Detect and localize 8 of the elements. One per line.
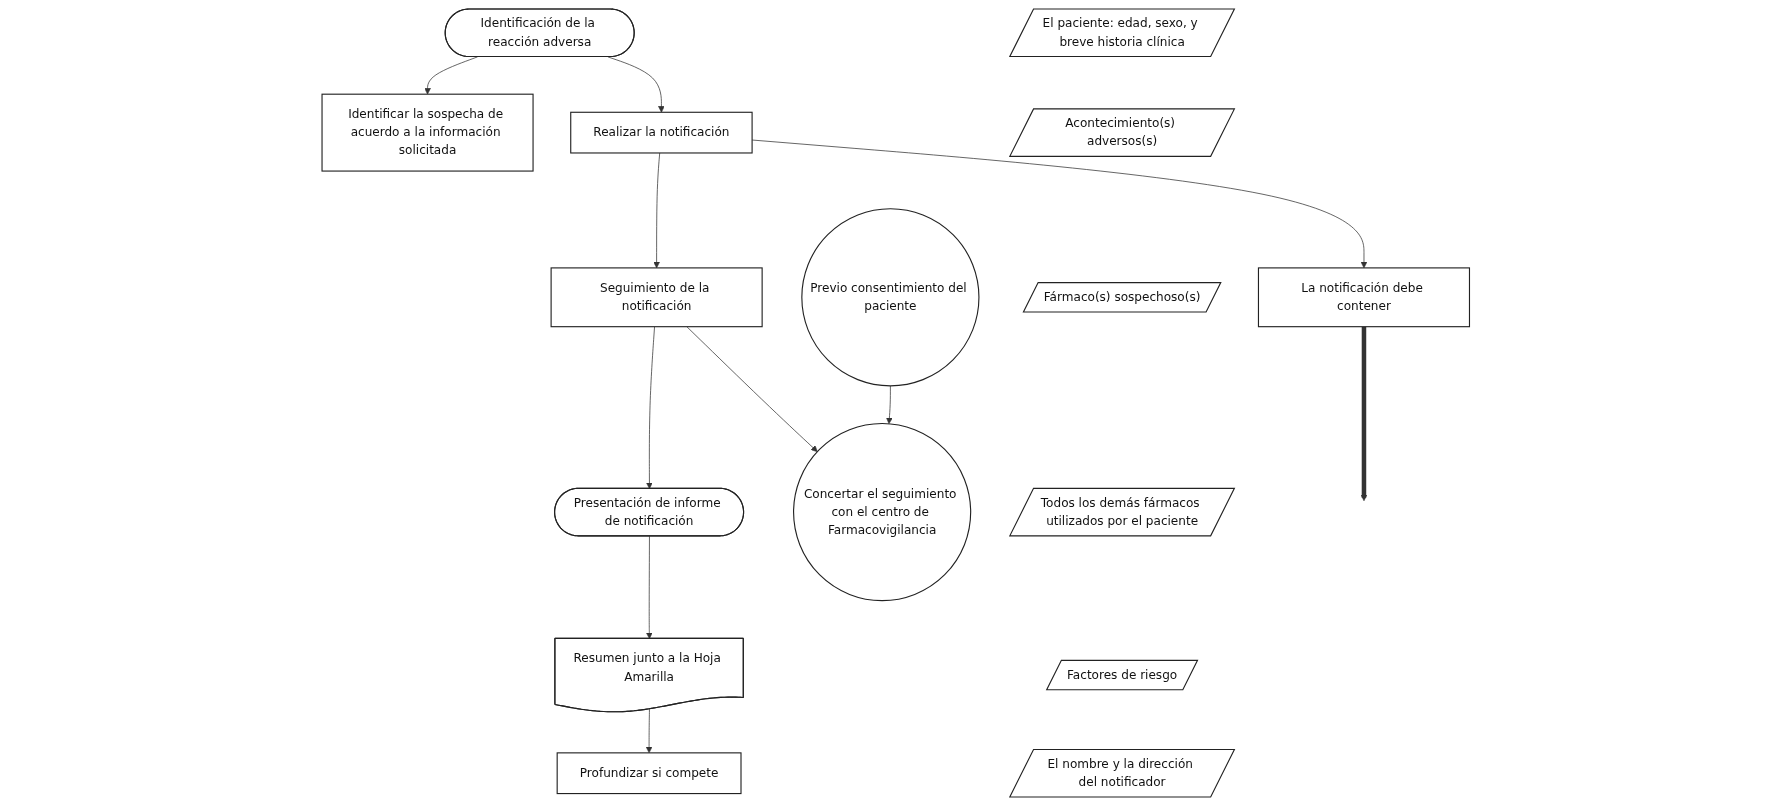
node-box: Profundizar si compete [556,752,742,795]
node-box: Realizar la notificación [570,111,753,154]
node-box: Identificar la sospecha de acuerdo a la información solicitada [321,93,534,172]
node-box: Seguimiento de la notificación [550,267,763,328]
node-box: La notificación debe contener [1258,267,1471,328]
node-circle: Previo consentimiento del paciente [801,208,980,387]
arrow [1360,326,1368,502]
node-circle: Concertar el seguimiento con el centro de Farmacovigilancia [793,422,972,602]
